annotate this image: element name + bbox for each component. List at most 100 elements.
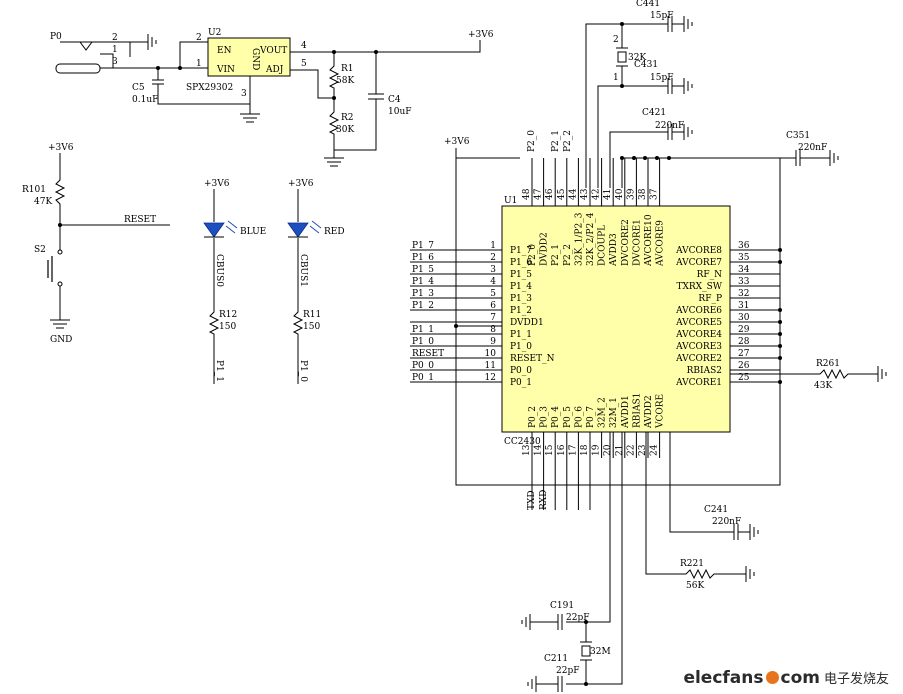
s2-switch <box>47 256 53 282</box>
u1-right-pin-number: 34 <box>738 265 750 275</box>
u1-left-pin-number: 5 <box>490 289 496 299</box>
junction-dot <box>778 248 782 252</box>
u2-pin-num-vin: 1 <box>196 59 202 69</box>
u1-top-pin-number: 37 <box>650 188 660 200</box>
c421-ref: C421 <box>642 108 666 118</box>
c241-value: 220nF <box>712 517 741 527</box>
u1-bottom-pin-name: RBIAS1 <box>632 393 642 428</box>
r2-value: 30K <box>336 125 354 135</box>
watermark-suffix: com <box>780 668 820 688</box>
u1-left-pin-net: P1_0 <box>412 337 434 347</box>
junction-dot <box>620 84 624 88</box>
led2-port: P1_0 <box>298 360 308 382</box>
c421-wire <box>609 131 668 188</box>
r1-value: 58K <box>336 76 354 86</box>
c241-capacitor <box>669 432 750 540</box>
ground-symbol <box>324 150 344 167</box>
u2-part: SPX29302 <box>186 83 233 93</box>
u1-top-pin-name: DVDD2 <box>540 232 550 266</box>
ground-symbol <box>683 78 693 94</box>
u1-left-pin-number: 11 <box>485 361 496 371</box>
u1-left-pin-name: P1_5 <box>510 270 532 280</box>
u1-right-pins: 36AVCORE835AVCORE734RF_N33TXRX_SW32RF_P3… <box>675 241 782 388</box>
r101-ref: R101 <box>22 185 46 195</box>
u2-ref: U2 <box>208 28 221 38</box>
r261-resistor <box>730 368 878 380</box>
u2-pin-gnd: GND <box>250 48 260 70</box>
u1-top-pin-number: 45 <box>557 188 567 200</box>
u1-right-pin-name: AVCORE7 <box>675 258 722 268</box>
u1-right-pin-number: 29 <box>738 325 750 335</box>
c5-value: 0.1uF <box>132 95 158 105</box>
p0-jack-leads <box>100 53 114 69</box>
u1-top-pin-name: 32K_1/P2_3 <box>574 212 584 266</box>
u1-bottom-pin-number: 20 <box>603 444 613 456</box>
u2-pin-num-adj: 5 <box>301 59 307 69</box>
top-net-p2-2: P2_2 <box>563 130 573 152</box>
c441-ref: C441 <box>636 0 660 9</box>
r261-value: 43K <box>814 381 832 391</box>
u1-right-pin-name: AVCORE4 <box>675 330 722 340</box>
led2-light-arrows <box>309 220 322 234</box>
x32k-crystal <box>617 51 627 63</box>
junction-dot <box>778 308 782 312</box>
u1-right-pin-number: 25 <box>738 373 750 383</box>
u1-right-pin-number: 32 <box>738 289 749 299</box>
c441-capacitor <box>667 16 684 32</box>
u1-left-pin-net: P1_7 <box>412 241 434 251</box>
c441-value: 15pF <box>650 11 673 21</box>
u2-pin-en: EN <box>217 46 232 56</box>
u1-body <box>501 205 731 433</box>
gnd-label: GND <box>50 335 72 345</box>
u1-left-pin-name: P1_3 <box>510 294 532 304</box>
junction-dot <box>778 356 782 360</box>
u1-left-pin-name: P1_6 <box>510 258 532 268</box>
u1-right-pin-name: AVCORE1 <box>675 378 722 388</box>
led1-ref: CBUS0 <box>214 254 224 287</box>
junction-dot <box>667 156 671 160</box>
u1-top-pin-number: 43 <box>580 188 590 200</box>
p0-connector-lead <box>60 41 131 57</box>
u1-left-pin-name: P1_1 <box>510 330 532 340</box>
r221-value: 56K <box>686 581 704 591</box>
u1-top-pin-name: AVCORE10 <box>644 214 654 267</box>
u1-left-pin-net: P1_6 <box>412 253 434 263</box>
reset-net-label: RESET <box>124 215 156 225</box>
junction-dot <box>58 223 62 227</box>
c421-value: 220nF <box>655 121 684 131</box>
u1-bottom-pin-number: 23 <box>638 444 648 456</box>
u1-top-pin-number: 44 <box>568 188 578 200</box>
conn-pin-2: 2 <box>112 33 118 43</box>
u1-left-pin-net: P1_3 <box>412 289 434 299</box>
u1-left-pin-name: RESET_N <box>510 354 555 364</box>
led2-vcc: +3V6 <box>288 179 314 189</box>
u1-top-pin-name: P2_2 <box>563 244 573 266</box>
r101-value: 47K <box>34 197 52 207</box>
u2-pin-num-vout: 4 <box>301 41 307 51</box>
u1-left-pin-number: 12 <box>485 373 496 383</box>
u1-ref: U1 <box>504 196 517 206</box>
junction-dot <box>454 324 458 328</box>
u1-top-pin-name: AVCORE9 <box>656 220 666 267</box>
conn-pin-3: 3 <box>112 57 118 67</box>
u1-left-pin-net: P0_0 <box>412 361 434 371</box>
watermark-dot-icon <box>765 671 779 684</box>
u1-bottom-pin-name: 32M_1 <box>609 397 619 428</box>
u1-top-pin-name: P2_1 <box>551 244 561 266</box>
u2-pin-num-en: 2 <box>196 33 202 43</box>
led2-ref: CBUS1 <box>298 254 308 287</box>
u1-bottom-pin-number: 16 <box>557 444 567 456</box>
u1-left-pin-name: P0_0 <box>510 366 532 376</box>
top-net-p2-0: P2_0 <box>527 130 537 152</box>
x32m-crystal <box>581 645 591 657</box>
led1-r-ref: R12 <box>219 310 237 320</box>
c191-value: 22pF <box>566 613 589 623</box>
u1-bottom-pin-name: AVDD1 <box>621 395 631 429</box>
crystal-32k-section: C441 15pF 32K 2 1 C431 15pF C421 220nF C… <box>585 0 839 188</box>
r1-r2-resistors <box>328 52 340 150</box>
led2-color: RED <box>324 227 345 237</box>
top-net-p2-1: P2_1 <box>551 130 561 152</box>
led1-port: P1_1 <box>214 360 224 382</box>
